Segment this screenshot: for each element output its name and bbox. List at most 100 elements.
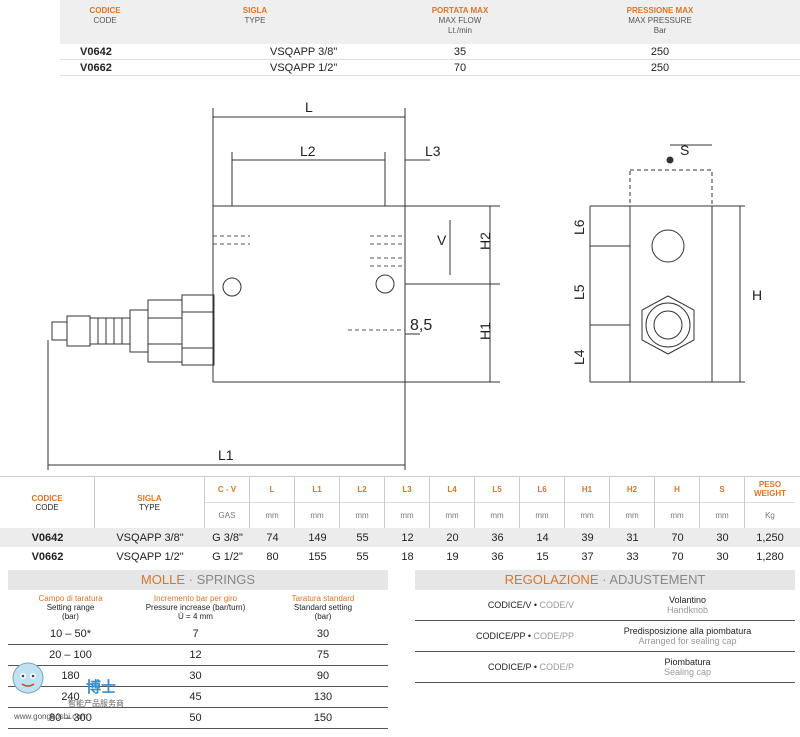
row-flow: 35	[453, 45, 467, 58]
col-L1: L1	[295, 477, 339, 503]
cell: 50	[189, 712, 202, 724]
dim-L1: L1	[218, 447, 234, 463]
unit-weight: Kg	[765, 510, 775, 520]
hex-nut	[181, 294, 215, 366]
table-row: 20 – 100 12 75	[8, 645, 388, 666]
cell: 33	[626, 550, 639, 563]
table-row: V0642 VSQAPP 3/8" G 3/8" 74 149 55 12 20…	[0, 528, 800, 547]
col-L5: L5	[475, 477, 519, 503]
cell: 14	[536, 531, 549, 544]
technical-drawing: L L2 L3 L1 V 8,5 H2 H1 S L6 L5 L4 H	[47, 99, 762, 470]
cell: 70	[671, 531, 684, 544]
cell: 155	[308, 550, 327, 563]
watermark-url: www.gongboshi.com	[14, 712, 88, 721]
row-code: V0662	[31, 550, 64, 563]
list-item: CODICE/PP • CODE/PP Predisposizione alla…	[415, 621, 795, 652]
table-row: 80 – 300 50 150	[8, 708, 388, 729]
dim-L4: L4	[571, 349, 587, 365]
row-type: VSQAPP 3/8"	[116, 531, 184, 544]
top-table-header: CODICE CODE SIGLA TYPE PORTATA MAX MAX F…	[60, 0, 800, 44]
cell: 74	[266, 531, 279, 544]
cell: 80	[266, 550, 279, 563]
cell: 12	[189, 649, 202, 661]
adj-desc-en: Handknob	[666, 605, 709, 615]
cell: 55	[356, 550, 369, 563]
adj-desc-en: Arranged for sealing cap	[638, 636, 737, 646]
header-flow: PORTATA MAX MAX FLOW Lt./min	[431, 6, 489, 35]
springs-title: MOLLE · SPRINGS	[8, 570, 388, 590]
side-view-body	[629, 205, 713, 383]
dim-L2: L2	[300, 143, 316, 159]
col-L6: L6	[520, 477, 564, 503]
row-type: VSQAPP 1/2"	[270, 61, 338, 74]
dim-L6: L6	[571, 219, 587, 235]
row-flow: 70	[453, 61, 467, 74]
cell: 90	[316, 670, 330, 682]
cell-weight: 1,280	[756, 550, 784, 563]
unit-cv: GAS	[218, 510, 236, 520]
cell: 37	[581, 550, 594, 563]
dim-L: L	[305, 99, 313, 115]
row-pressure: 250	[650, 61, 670, 74]
row-pressure: 250	[650, 45, 670, 58]
table-row: 180 30 90	[8, 666, 388, 687]
dim-S: S	[680, 142, 689, 158]
cell: 149	[308, 531, 327, 544]
hex-port	[641, 295, 695, 355]
cell: 30	[716, 531, 729, 544]
table-row: V0642 VSQAPP 3/8" 35 250	[60, 44, 800, 60]
cell: 45	[189, 691, 202, 703]
port-circle	[651, 229, 685, 263]
adj-code: CODICE/PP	[475, 631, 526, 641]
col-L2: L2	[340, 477, 384, 503]
watermark: 博士 智能产品服务商 www.gongboshi.com	[8, 650, 138, 722]
top-table: CODICE CODE SIGLA TYPE PORTATA MAX MAX F…	[60, 0, 800, 76]
unit-H2: mm	[625, 510, 639, 520]
col-H: H	[655, 477, 699, 503]
dim-H: H	[752, 287, 762, 303]
row-code: V0642	[80, 45, 112, 58]
col-L3: L3	[385, 477, 429, 503]
watermark-sub: 智能产品服务商	[68, 699, 124, 708]
unit-L4: mm	[445, 510, 459, 520]
col-cv: C - V	[205, 477, 249, 503]
cell: 30	[316, 628, 330, 640]
adjustment-title: REGOLAZIONE · ADJUSTEMENT	[415, 570, 795, 590]
cell-weight: 1,250	[756, 531, 784, 544]
valve-body	[212, 205, 406, 383]
cell: 36	[491, 550, 504, 563]
cell: 15	[536, 550, 549, 563]
robot-mascot-icon	[12, 662, 44, 694]
table-row: V0662 VSQAPP 1/2" G 1/2" 80 155 55 18 19…	[0, 547, 800, 566]
unit-L2: mm	[355, 510, 369, 520]
cell: 240	[61, 691, 80, 703]
adj-code: CODICE/P	[487, 662, 532, 672]
cell: 20	[446, 531, 459, 544]
cell: 20 – 100	[49, 649, 92, 661]
adj-code-en: CODE/V	[539, 600, 574, 610]
header-pressure: PRESSIONE MAX MAX PRESSURE Bar	[626, 6, 694, 35]
cell: 30	[716, 550, 729, 563]
cell: 150	[313, 712, 333, 724]
col-L4: L4	[430, 477, 474, 503]
adj-code: CODICE/V	[487, 600, 532, 610]
header-type: SIGLA TYPE	[242, 6, 268, 25]
unit-L1: mm	[310, 510, 324, 520]
col-L: L	[250, 477, 294, 503]
cell: 19	[446, 550, 459, 563]
cell: 10 – 50*	[50, 628, 91, 640]
cell: G 3/8"	[212, 531, 243, 544]
adjustment-panel: REGOLAZIONE · ADJUSTEMENT CODICE/V • COD…	[415, 570, 795, 683]
table-row: 240 45 130	[8, 687, 388, 708]
adj-code-en: CODE/P	[539, 662, 574, 672]
cell: 7	[192, 628, 199, 640]
col-H1: H1	[565, 477, 609, 503]
table-row: V0662 VSQAPP 1/2" 70 250	[60, 60, 800, 76]
row-code: V0642	[31, 531, 64, 544]
adj-desc: Piombatura	[664, 657, 711, 667]
cell: 55	[356, 531, 369, 544]
